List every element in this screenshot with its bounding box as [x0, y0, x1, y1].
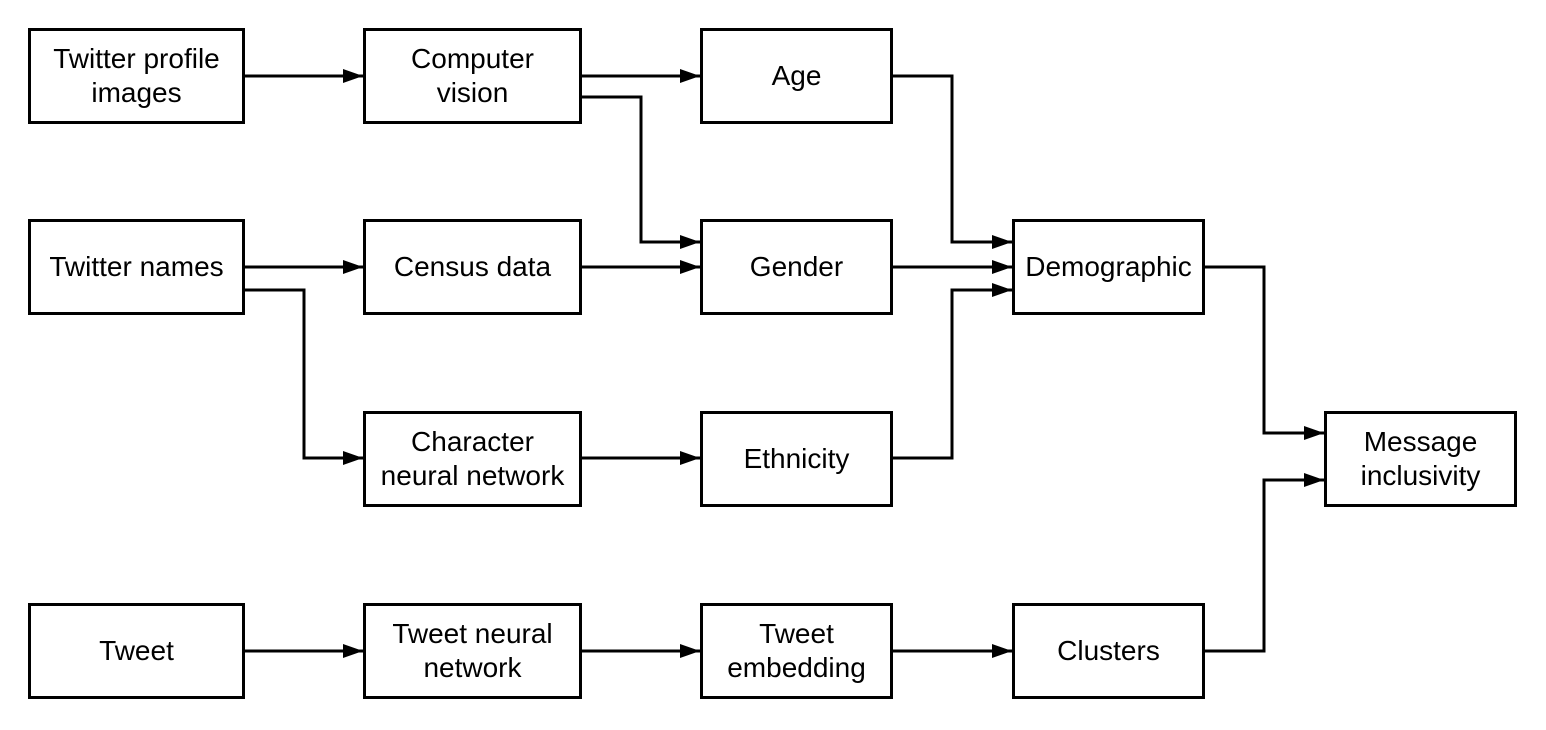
edge-clusters-to-message-inclusivity	[1205, 473, 1324, 653]
node-label-ethnicity: Ethnicity	[743, 443, 850, 474]
edge-age-to-demographic	[893, 74, 1012, 249]
node-message-inclusivity: Message inclusivity	[1324, 411, 1517, 507]
node-label-clusters: Clusters	[1057, 635, 1160, 666]
node-age: Age	[700, 28, 893, 124]
node-label-computer-vision: Computer vision	[411, 43, 534, 108]
node-twitter-names: Twitter names	[28, 219, 245, 315]
node-demographic: Demographic	[1012, 219, 1205, 315]
node-tweet: Tweet	[28, 603, 245, 699]
node-label-tweet-embedding: Tweet embedding	[727, 618, 866, 683]
node-tweet-neural-network: Tweet neural network	[363, 603, 582, 699]
edge-twitter-names-to-character-neural-network	[245, 288, 363, 465]
node-label-twitter-profile-images: Twitter profile images	[53, 43, 220, 108]
node-label-census-data: Census data	[393, 251, 552, 282]
node-gender: Gender	[700, 219, 893, 315]
node-label-twitter-names: Twitter names	[49, 251, 224, 282]
edge-ethnicity-to-demographic	[893, 283, 1012, 460]
node-character-neural-network: Character neural network	[363, 411, 582, 507]
node-label-tweet: Tweet	[99, 635, 174, 666]
node-ethnicity: Ethnicity	[700, 411, 893, 507]
node-label-age: Age	[771, 60, 822, 91]
edge-demographic-to-message-inclusivity	[1205, 265, 1324, 440]
node-clusters: Clusters	[1012, 603, 1205, 699]
node-label-gender: Gender	[749, 251, 844, 282]
node-census-data: Census data	[363, 219, 582, 315]
edge-computer-vision-to-gender	[582, 95, 700, 249]
node-label-character-neural-network: Character neural network	[380, 426, 565, 491]
node-tweet-embedding: Tweet embedding	[700, 603, 893, 699]
node-twitter-profile-images: Twitter profile images	[28, 28, 245, 124]
node-label-demographic: Demographic	[1025, 251, 1192, 282]
node-label-message-inclusivity: Message inclusivity	[1360, 426, 1481, 491]
node-label-tweet-neural-network: Tweet neural network	[392, 618, 553, 683]
node-computer-vision: Computer vision	[363, 28, 582, 124]
